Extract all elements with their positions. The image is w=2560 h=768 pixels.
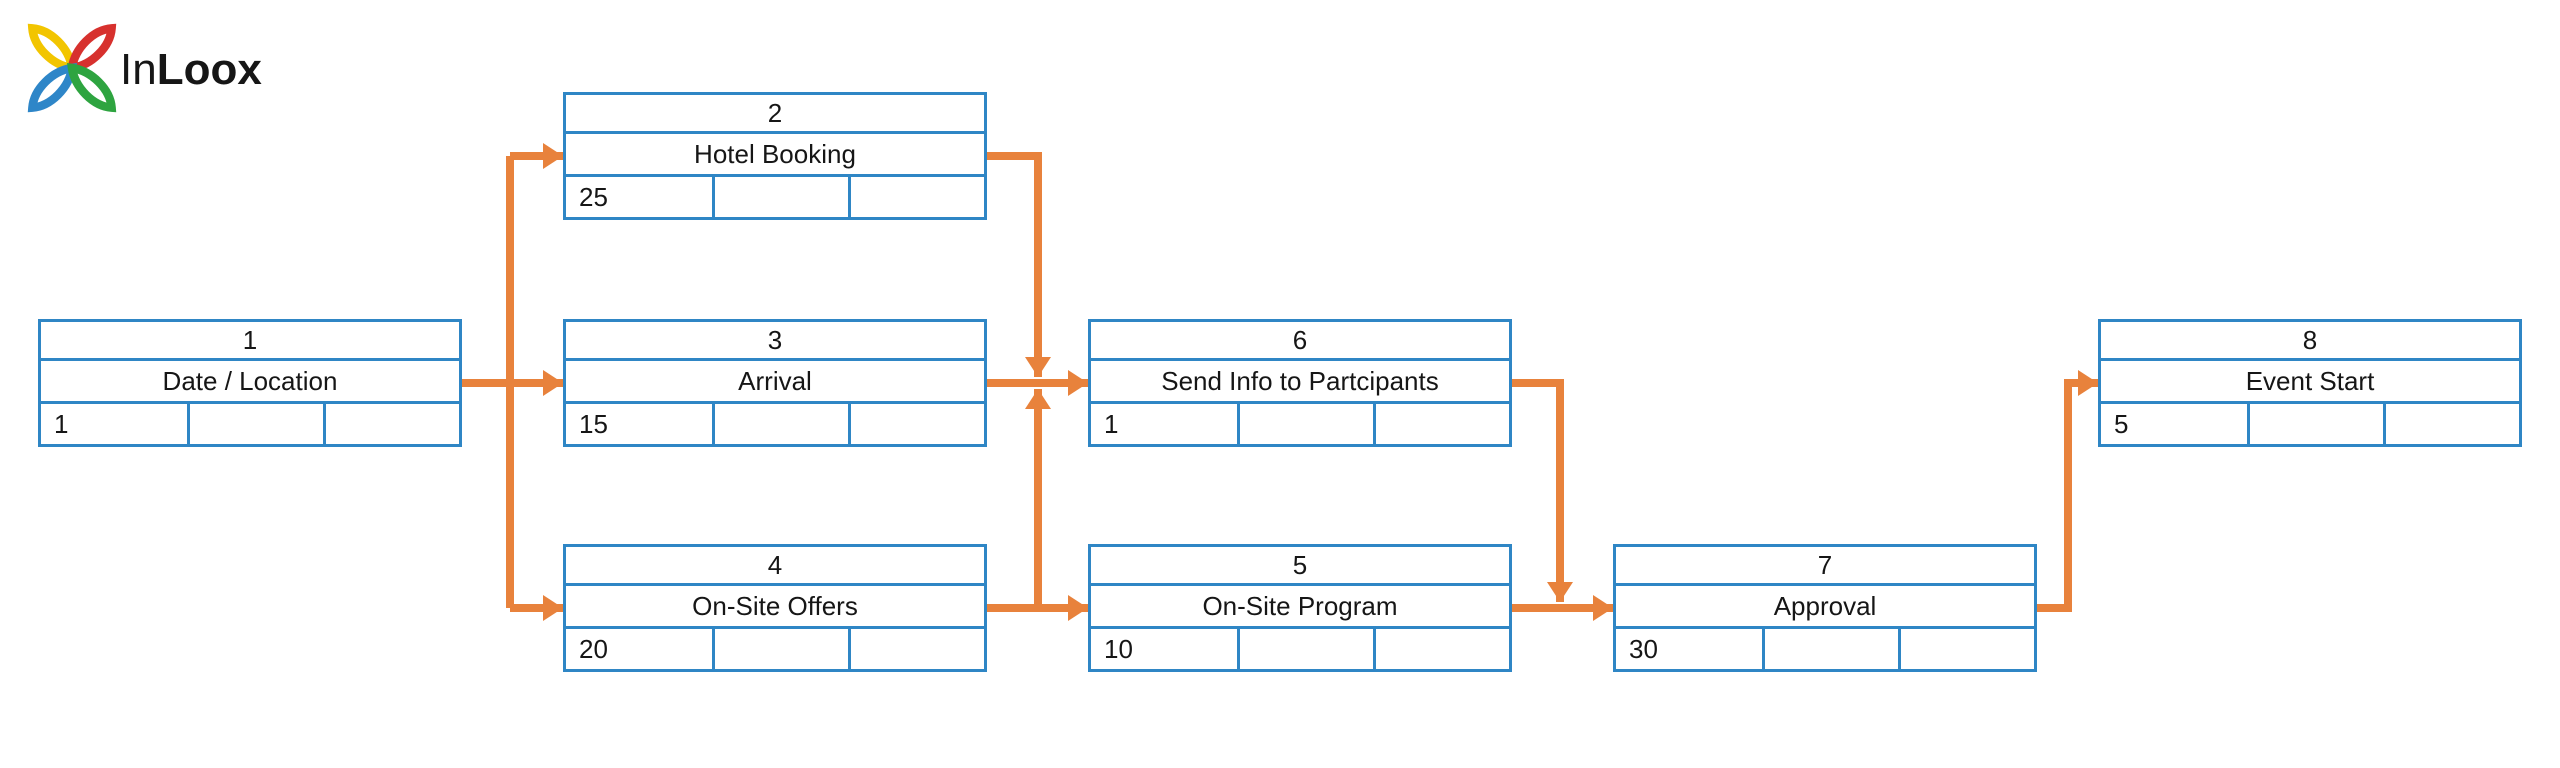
task-name: Date / Location [41, 361, 459, 404]
petal-red [66, 23, 117, 74]
task-name: On-Site Offers [566, 586, 984, 629]
task-duration: 25 [579, 181, 608, 212]
brand-suffix: Loox [157, 45, 263, 94]
task-duration: 20 [579, 633, 608, 664]
task-empty-cell [848, 629, 984, 669]
task-bottom-row: 20 [566, 629, 984, 669]
petal-yellow [27, 23, 78, 74]
task-empty-cell [2247, 404, 2383, 444]
task-duration: 1 [54, 408, 69, 439]
task-empty-cell [848, 404, 984, 444]
task-number: 3 [566, 322, 984, 361]
task-duration: 15 [579, 408, 608, 439]
task-name: Arrival [566, 361, 984, 404]
task-node-6[interactable]: 6 Send Info to Partcipants 1 [1088, 319, 1512, 447]
brand-prefix: In [120, 45, 157, 94]
task-empty-cell [848, 177, 984, 217]
task-number: 5 [1091, 547, 1509, 586]
task-bottom-row: 5 [2101, 404, 2519, 444]
task-number: 4 [566, 547, 984, 586]
task-number: 1 [41, 322, 459, 361]
task-bottom-row: 30 [1616, 629, 2034, 669]
task-duration: 10 [1104, 633, 1133, 664]
task-empty-cell [187, 404, 323, 444]
task-empty-cell [2383, 404, 2519, 444]
task-duration: 5 [2114, 408, 2129, 439]
task-number: 7 [1616, 547, 2034, 586]
task-empty-cell [712, 629, 848, 669]
task-empty-cell [712, 177, 848, 217]
task-number: 8 [2101, 322, 2519, 361]
task-name: Event Start [2101, 361, 2519, 404]
task-node-4[interactable]: 4 On-Site Offers 20 [563, 544, 987, 672]
brand-text: InLoox [120, 45, 262, 94]
petal-green [66, 62, 117, 113]
task-empty-cell [1373, 629, 1509, 669]
task-empty-cell [1762, 629, 1898, 669]
task-bottom-row: 1 [1091, 404, 1509, 444]
flower-petals-icon [27, 23, 117, 113]
task-name: Approval [1616, 586, 2034, 629]
task-empty-cell [1237, 629, 1373, 669]
task-bottom-row: 15 [566, 404, 984, 444]
task-node-8[interactable]: 8 Event Start 5 [2098, 319, 2522, 447]
edge-7-8 [2037, 370, 2098, 612]
task-name: On-Site Program [1091, 586, 1509, 629]
task-empty-cell [323, 404, 459, 444]
task-number: 6 [1091, 322, 1509, 361]
task-bottom-row: 25 [566, 177, 984, 217]
task-node-1[interactable]: 1 Date / Location 1 [38, 319, 462, 447]
task-duration: 30 [1629, 633, 1658, 664]
edge-6-7 [1512, 379, 1573, 602]
task-empty-cell [712, 404, 848, 444]
task-node-2[interactable]: 2 Hotel Booking 25 [563, 92, 987, 220]
task-duration: 1 [1104, 408, 1119, 439]
task-empty-cell [1898, 629, 2034, 669]
task-bottom-row: 1 [41, 404, 459, 444]
task-number: 2 [566, 95, 984, 134]
task-node-3[interactable]: 3 Arrival 15 [563, 319, 987, 447]
task-bottom-row: 10 [1091, 629, 1509, 669]
task-empty-cell [1373, 404, 1509, 444]
inloox-logo: InLoox [27, 23, 262, 113]
task-empty-cell [1237, 404, 1373, 444]
edge-2-6 [987, 152, 1051, 377]
task-name: Send Info to Partcipants [1091, 361, 1509, 404]
task-name: Hotel Booking [566, 134, 984, 177]
task-node-7[interactable]: 7 Approval 30 [1613, 544, 2037, 672]
petal-blue [27, 62, 78, 113]
task-node-5[interactable]: 5 On-Site Program 10 [1088, 544, 1512, 672]
